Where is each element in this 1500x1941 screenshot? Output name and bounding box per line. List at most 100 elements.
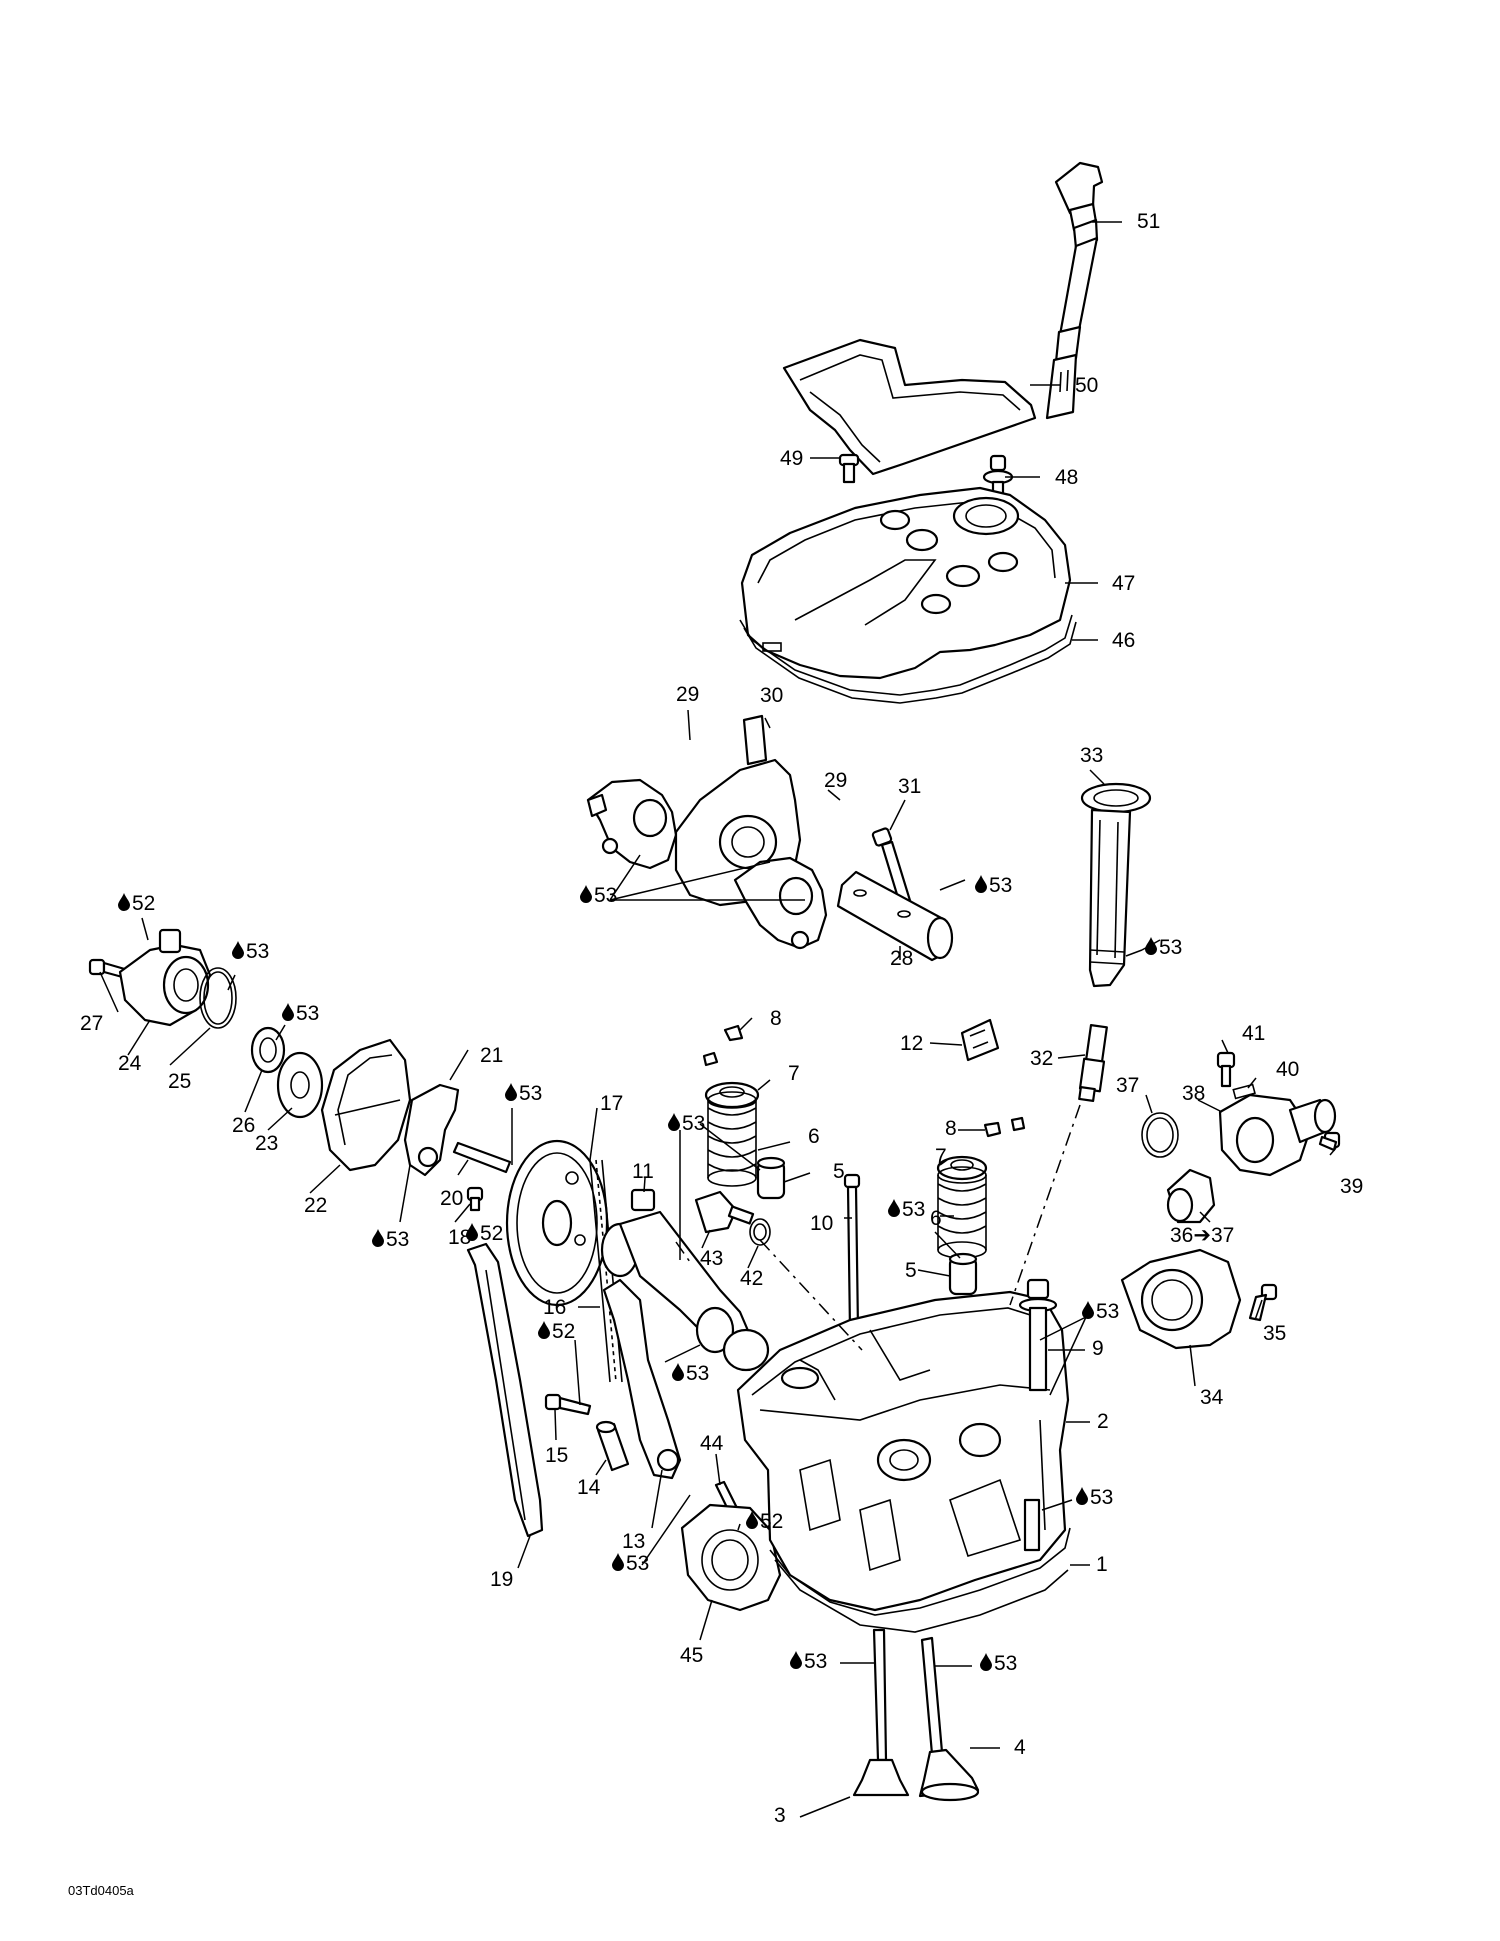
callout-number: 8	[770, 1007, 782, 1030]
callout-c29b: 29	[824, 769, 847, 792]
callout-c3: 3	[774, 1804, 786, 1827]
callout-c53_guide2: 53	[888, 1198, 925, 1221]
callout-c43: 43	[700, 1247, 723, 1270]
lubricant-drop-icon	[1082, 1301, 1094, 1319]
lubricant-drop-icon	[466, 1223, 478, 1241]
lubricant-drop-icon	[372, 1229, 384, 1247]
callout-number: 13	[622, 1530, 645, 1553]
callout-c4: 4	[1014, 1736, 1026, 1759]
callout-number: 1	[1096, 1553, 1108, 1576]
callout-c53_ring: 53	[232, 940, 269, 963]
callout-number: 29	[676, 683, 699, 706]
callout-number: 10	[810, 1212, 833, 1235]
callout-number: 2	[1097, 1410, 1109, 1433]
callout-c1: 1	[1096, 1553, 1108, 1576]
callout-number: 14	[577, 1476, 601, 1499]
callout-number: 15	[545, 1444, 568, 1467]
callout-number: 52	[132, 892, 155, 915]
part-valve-spring-top	[707, 1091, 757, 1187]
callout-number: 3	[774, 1804, 786, 1827]
callout-number: 53	[902, 1198, 925, 1221]
callout-c49: 49	[780, 447, 803, 470]
callout-number: 52	[480, 1222, 503, 1245]
lubricant-drop-icon	[1076, 1487, 1088, 1505]
callout-c2: 2	[1097, 1410, 1109, 1433]
callout-number: 53	[682, 1112, 705, 1135]
callout-number: 21	[480, 1044, 503, 1067]
callout-c52_bolt: 52	[466, 1222, 503, 1245]
callout-c52_pin: 52	[746, 1510, 783, 1533]
part-valve-seal-right	[948, 1252, 978, 1296]
callout-number: 34	[1200, 1386, 1224, 1409]
callout-c36: 36➔37	[1170, 1224, 1234, 1247]
callout-number: 52	[552, 1320, 575, 1343]
part-ignition-coil	[1045, 161, 1104, 420]
callout-c53_gasket: 53	[612, 1552, 649, 1575]
callout-number: 5	[833, 1160, 845, 1183]
callout-number: 26	[232, 1114, 255, 1137]
callout-number: 17	[600, 1092, 623, 1115]
callout-c25: 25	[168, 1070, 191, 1093]
callout-c47: 47	[1112, 572, 1135, 595]
callout-number: 41	[1242, 1022, 1265, 1045]
callout-number: 35	[1263, 1322, 1286, 1345]
callout-c5a: 5	[833, 1160, 845, 1183]
part-spark-plug	[1078, 1023, 1108, 1103]
lubricant-drop-icon	[975, 875, 987, 893]
callout-c53_tube: 53	[1145, 936, 1182, 959]
part-decorative-cover	[782, 338, 1037, 476]
callout-c50: 50	[1075, 374, 1098, 397]
part-washer-23	[276, 1051, 324, 1119]
part-bolt-41	[1216, 1051, 1236, 1088]
part-valve-seal-top	[756, 1156, 786, 1200]
callout-number: 38	[1182, 1082, 1205, 1105]
part-head-gasket	[769, 1527, 1071, 1633]
callout-number: 36➔37	[1170, 1224, 1234, 1247]
lubricant-drop-icon	[505, 1083, 517, 1101]
callout-number: 37	[1116, 1074, 1139, 1097]
callout-c53_stud: 53	[1082, 1300, 1119, 1323]
callout-number: 31	[898, 775, 921, 798]
alignment-line-plug	[1009, 1104, 1081, 1306]
lubricant-drop-icon	[118, 893, 130, 911]
callout-c52_mid: 52	[538, 1320, 575, 1343]
part-valve-3	[852, 1628, 910, 1797]
callout-c53_guide: 53	[668, 1112, 705, 1135]
callout-number: 22	[304, 1194, 327, 1217]
drawing-code: 03Td0405a	[68, 1883, 134, 1898]
callout-number: 7	[788, 1062, 800, 1085]
part-bolt-49	[838, 453, 860, 484]
callout-number: 8	[945, 1117, 957, 1140]
callout-number: 32	[1030, 1047, 1053, 1070]
callout-c12: 12	[900, 1032, 923, 1055]
callout-c15: 15	[545, 1444, 568, 1467]
callout-number: 5	[905, 1259, 917, 1282]
callout-c28: 28	[890, 947, 913, 970]
part-o-ring-25	[199, 967, 237, 1029]
callout-number: 28	[890, 947, 913, 970]
callout-c14: 14	[577, 1476, 601, 1499]
callout-c44: 44	[700, 1432, 724, 1455]
part-chain-guide	[466, 1242, 544, 1538]
lubricant-drop-icon	[980, 1653, 992, 1671]
part-spring-40	[1232, 1083, 1256, 1100]
callout-c10: 10	[810, 1212, 833, 1235]
callout-c40: 40	[1276, 1058, 1299, 1081]
callout-number: 25	[168, 1070, 191, 1093]
callout-number: 46	[1112, 629, 1135, 652]
callout-number: 53	[386, 1228, 409, 1251]
callout-number: 6	[930, 1207, 942, 1230]
callout-number: 49	[780, 447, 803, 470]
part-sensor-43	[694, 1190, 755, 1234]
part-bolt-35	[1248, 1283, 1278, 1322]
callout-c35: 35	[1263, 1322, 1286, 1345]
callout-c52_top: 52	[118, 892, 155, 915]
lubricant-drop-icon	[1145, 937, 1157, 955]
callout-number: 53	[1096, 1300, 1119, 1323]
part-rocker-arm-right	[733, 856, 828, 950]
part-rocker-arm-left	[586, 778, 678, 870]
part-bolt-15	[544, 1393, 592, 1416]
callout-c17: 17	[600, 1092, 623, 1115]
callout-c45: 45	[680, 1644, 703, 1667]
